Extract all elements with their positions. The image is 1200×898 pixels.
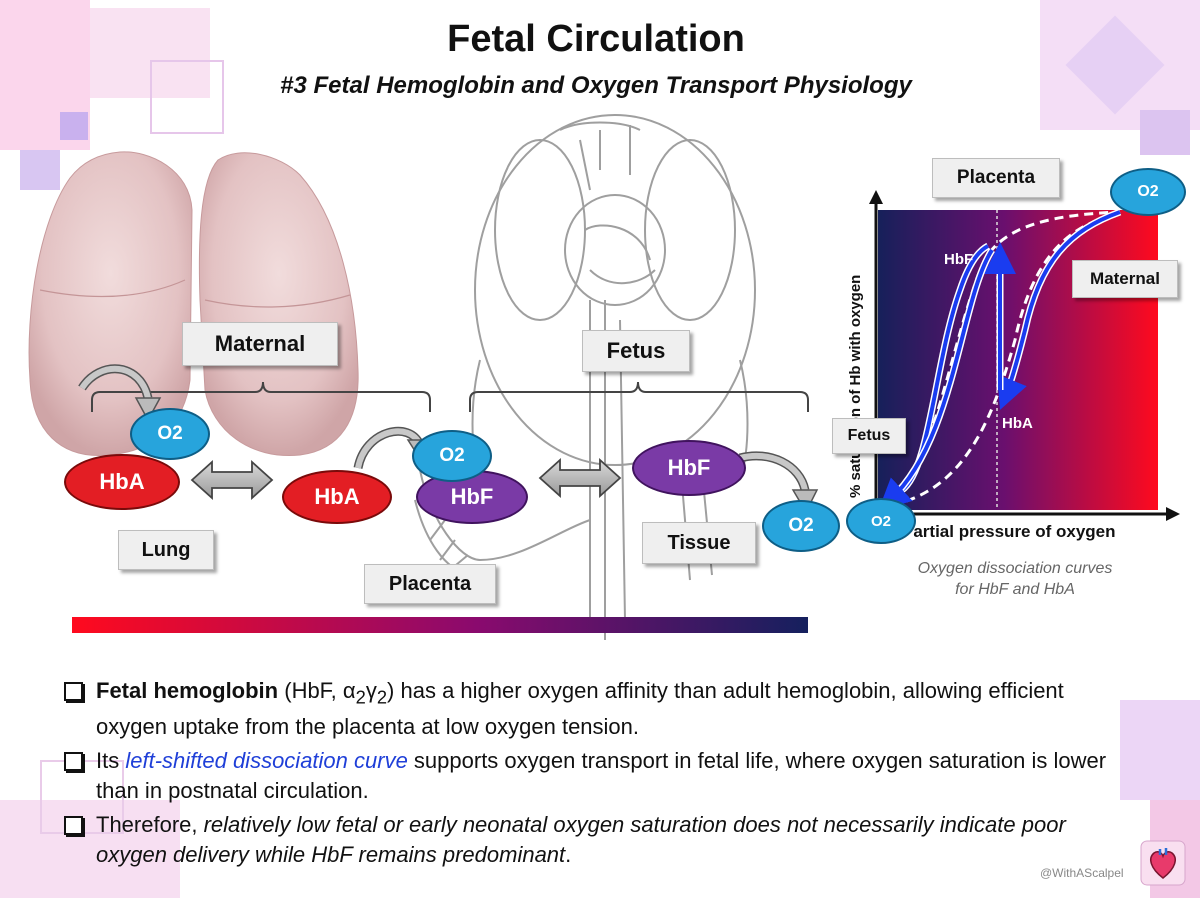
bullet-2-start: Its: [96, 748, 126, 774]
heart-logo-icon: [1140, 840, 1186, 886]
bullet-1-bold: Fetal hemoglobin: [96, 678, 279, 703]
placenta-label: Placenta: [364, 564, 496, 604]
bullet-item: Its left-shifted dissociation curve supp…: [60, 746, 1140, 806]
o2-tissue: O2: [762, 500, 840, 552]
subscript: 2: [376, 686, 388, 708]
bullet-3-end: .: [565, 842, 572, 868]
maternal-bracket: [91, 381, 431, 412]
hba-lung: HbA: [64, 454, 180, 510]
decor-square: [1120, 700, 1200, 800]
maternal-label: Maternal: [182, 322, 338, 366]
y-axis-label: % saturation of Hb with oxygen: [847, 275, 864, 498]
bullet-3-start: Therefore,: [96, 812, 204, 838]
lung-label: Lung: [118, 530, 214, 570]
bullet-2-text: supports oxygen transport in fetal life,…: [96, 748, 1107, 804]
bullet-item: Therefore, relatively low fetal or early…: [60, 810, 1140, 870]
bullet-list: Fetal hemoglobin (HbF, α2γ2) has a highe…: [60, 676, 1140, 874]
chart-caption-line1: Oxygen dissociation curves: [917, 560, 1113, 577]
decor-square: [150, 60, 224, 134]
hbf-tissue: HbF: [632, 440, 746, 496]
bullet-1-text: ) has a higher oxygen affinity than adul…: [96, 678, 1064, 740]
bullet-1-formula: (HbF, α: [278, 678, 356, 703]
chart-fetus-label: Fetus: [832, 418, 906, 454]
chart-o2-bottom: O2: [846, 498, 916, 544]
hba-curve-label: HbA: [1002, 415, 1033, 432]
checkbox-icon: [64, 752, 83, 772]
chart-placenta-label: Placenta: [932, 158, 1060, 198]
chart-caption-line2: for HbF and HbA: [955, 581, 1075, 598]
gamma-symbol: γ: [365, 678, 377, 703]
hba-placenta: HbA: [282, 470, 392, 524]
fetus-bracket: [469, 381, 809, 412]
oxygen-gradient-bar: [72, 617, 808, 633]
page-subtitle: #3 Fetal Hemoglobin and Oxygen Transport…: [280, 72, 912, 99]
lungs-illustration: [28, 151, 359, 457]
decor-square: [1140, 110, 1190, 155]
bullet-3-emphasis: relatively low fetal or early neonatal o…: [96, 812, 1066, 868]
chart-o2-top: O2: [1110, 168, 1186, 216]
bullet-2-emphasis: left-shifted dissociation curve: [125, 748, 408, 774]
tissue-label: Tissue: [642, 522, 756, 564]
decor-square: [20, 150, 60, 190]
o2-placenta: O2: [412, 430, 492, 482]
o2-lung: O2: [130, 408, 210, 460]
checkbox-icon: [64, 816, 83, 836]
page-title: Fetal Circulation: [447, 18, 745, 60]
decor-square: [60, 112, 88, 140]
diagram-artwork: [28, 114, 819, 640]
bullet-item: Fetal hemoglobin (HbF, α2γ2) has a highe…: [60, 676, 1140, 742]
decor-square: [0, 800, 180, 898]
fetus-label: Fetus: [582, 330, 690, 372]
hbf-curve-label: HbF: [944, 251, 973, 268]
exchange-double-arrow: [190, 457, 622, 501]
chart-maternal-label: Maternal: [1072, 260, 1178, 298]
watermark: @WithAScalpel: [1040, 866, 1124, 880]
hba-dashed-curve: [891, 212, 1121, 507]
subscript: 2: [355, 686, 366, 708]
checkbox-icon: [64, 682, 83, 701]
x-axis-label: Partial pressure of oxygen: [902, 522, 1116, 541]
chart-caption: Oxygen dissociation curves for HbF and H…: [880, 558, 1150, 600]
